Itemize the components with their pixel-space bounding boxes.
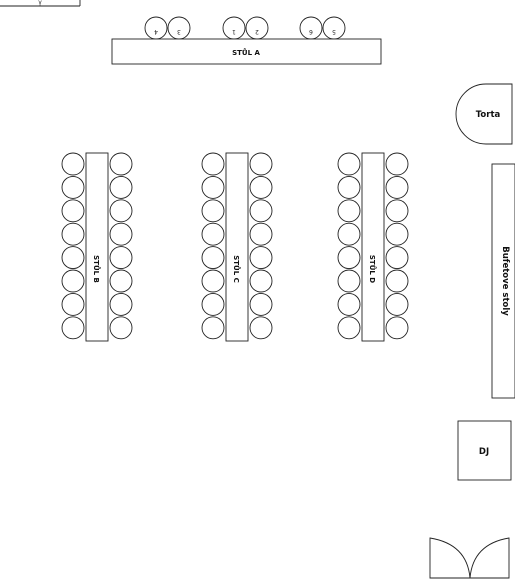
table-b-seat-left-1[interactable] <box>61 152 85 176</box>
table-c-seats <box>201 152 273 340</box>
table-c-seat-left-5[interactable] <box>201 246 225 270</box>
table-d-seat-right-1[interactable] <box>385 152 409 176</box>
buffet-tables-label: Bufetove stoly <box>500 246 510 316</box>
entrance-door[interactable] <box>429 537 510 579</box>
table-a-seat-number: 6 <box>309 28 313 35</box>
table-a-label: STŮL A <box>232 48 260 57</box>
table-b-seat-right-6[interactable] <box>109 269 133 293</box>
table-b-seat-right-8[interactable] <box>109 316 133 340</box>
table-b-seat-right-3[interactable] <box>109 199 133 223</box>
table-b-surface <box>85 152 109 342</box>
table-d-seats <box>337 152 409 340</box>
table-d-label: STŮL D <box>368 255 377 283</box>
table-b-seat-left-3[interactable] <box>61 199 85 223</box>
table-b-seat-left-8[interactable] <box>61 316 85 340</box>
table-c-seat-right-6[interactable] <box>249 269 273 293</box>
table-b-seat-right-4[interactable] <box>109 222 133 246</box>
table-c-surface <box>225 152 249 342</box>
table-b-seat-left-7[interactable] <box>61 292 85 316</box>
table-b-seat-left-2[interactable] <box>61 175 85 199</box>
table-d-seat-right-6[interactable] <box>385 269 409 293</box>
dj-booth-surface <box>457 420 512 481</box>
table-c-seat-right-5[interactable] <box>249 246 273 270</box>
table-d-seat-left-7[interactable] <box>337 292 361 316</box>
table-c-seat-left-3[interactable] <box>201 199 225 223</box>
table-d-seat-left-3[interactable] <box>337 199 361 223</box>
table-d-seat-right-7[interactable] <box>385 292 409 316</box>
table-b-seat-left-4[interactable] <box>61 222 85 246</box>
dj-booth[interactable]: DJ <box>457 420 512 481</box>
cake-table-shape <box>455 83 513 145</box>
table-c-seat-left-7[interactable] <box>201 292 225 316</box>
table-d-seat-left-6[interactable] <box>337 269 361 293</box>
table-d-surface <box>361 152 385 342</box>
table-d-seat-left-2[interactable] <box>337 175 361 199</box>
table-d-seat-right-3[interactable] <box>385 199 409 223</box>
corner-fragment: γ <box>0 0 81 7</box>
table-a-seat-number: 1 <box>232 28 236 35</box>
table-b-seat-right-2[interactable] <box>109 175 133 199</box>
table-b-seat-right-7[interactable] <box>109 292 133 316</box>
table-d-seat-left-1[interactable] <box>337 152 361 176</box>
table-c-seat-left-2[interactable] <box>201 175 225 199</box>
table-c-seat-right-2[interactable] <box>249 175 273 199</box>
table-a-surface <box>111 38 382 65</box>
table-c-seat-right-1[interactable] <box>249 152 273 176</box>
table-d-seat-right-4[interactable] <box>385 222 409 246</box>
table-b-seats <box>61 152 133 340</box>
table-b-seat-left-6[interactable] <box>61 269 85 293</box>
table-c-seat-right-7[interactable] <box>249 292 273 316</box>
table-b-label: STŮL B <box>92 255 101 283</box>
buffet-tables-surface <box>491 163 515 399</box>
table-b-seat-right-1[interactable] <box>109 152 133 176</box>
dj-booth-label: DJ <box>479 447 489 457</box>
table-d-seat-left-8[interactable] <box>337 316 361 340</box>
table-c-seat-left-6[interactable] <box>201 269 225 293</box>
table-d-seat-right-2[interactable] <box>385 175 409 199</box>
table-a-seats: 4 3 1 2 6 5 <box>144 16 346 40</box>
table-d-seat-right-8[interactable] <box>385 316 409 340</box>
table-a-seat-number: 4 <box>154 28 158 35</box>
table-a-seat-number: 2 <box>255 28 259 35</box>
cake-table[interactable]: Torta <box>455 83 513 145</box>
table-a-seat-number: 5 <box>332 28 336 35</box>
cake-table-label: Torta <box>476 110 501 120</box>
table-c-seat-right-8[interactable] <box>249 316 273 340</box>
table-b-seat-right-5[interactable] <box>109 246 133 270</box>
table-a[interactable]: 4 3 1 2 6 5 STŮL A <box>111 16 382 65</box>
table-d-seat-left-5[interactable] <box>337 246 361 270</box>
table-d[interactable]: STŮL D <box>337 152 409 342</box>
table-b[interactable]: STŮL B <box>61 152 133 342</box>
table-c-label: STŮL C <box>232 255 241 283</box>
table-a-seat-number: 3 <box>177 28 181 35</box>
corner-label: γ <box>38 0 42 6</box>
table-c-seat-left-1[interactable] <box>201 152 225 176</box>
table-c-seat-left-4[interactable] <box>201 222 225 246</box>
table-c[interactable]: STŮL C <box>201 152 273 342</box>
buffet-tables[interactable]: Bufetove stoly <box>491 163 515 399</box>
table-d-seat-right-5[interactable] <box>385 246 409 270</box>
table-c-seat-right-4[interactable] <box>249 222 273 246</box>
table-c-seat-right-3[interactable] <box>249 199 273 223</box>
table-c-seat-left-8[interactable] <box>201 316 225 340</box>
table-d-seat-left-4[interactable] <box>337 222 361 246</box>
entrance-door-swing <box>429 537 510 579</box>
table-b-seat-left-5[interactable] <box>61 246 85 270</box>
